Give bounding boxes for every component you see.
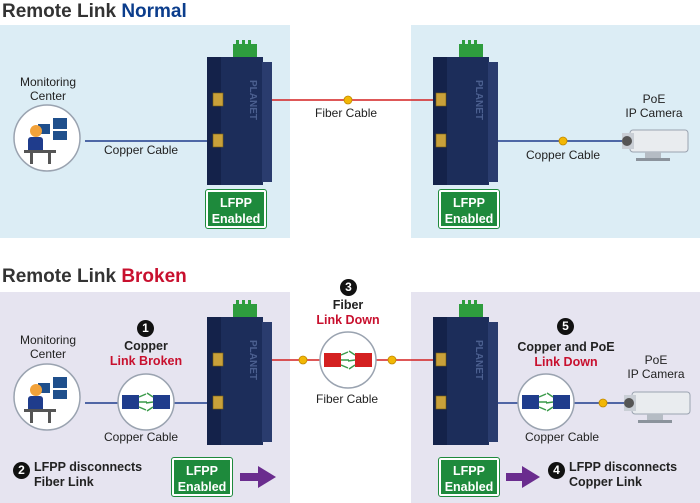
label-line: PoE bbox=[642, 92, 666, 106]
label-line: Link Broken bbox=[109, 354, 183, 368]
title-state-broken: Broken bbox=[121, 266, 187, 287]
monitoring-center-icon bbox=[13, 363, 81, 431]
label-line: PoE bbox=[644, 353, 668, 367]
label-line: Fiber bbox=[332, 298, 364, 312]
label-line: LFPP bbox=[186, 464, 218, 478]
label-line: LFPP bbox=[453, 196, 485, 210]
camera-label: PoE IP Camera bbox=[616, 92, 692, 120]
step-3-badge: 3 bbox=[340, 279, 357, 296]
fiber-connector-icon bbox=[343, 95, 353, 105]
copper-cable-label: Copper Cable bbox=[525, 430, 600, 444]
label-line: LFPP bbox=[220, 196, 252, 210]
fiber-connector-icon bbox=[387, 355, 397, 365]
label-line: Enabled bbox=[444, 212, 494, 226]
label-line: LFPP disconnects bbox=[569, 460, 678, 474]
label-line: Center bbox=[29, 89, 67, 103]
title-remote-link-broken: Remote Link Broken bbox=[2, 266, 187, 288]
label-line: Monitoring bbox=[19, 333, 77, 347]
ip-camera-icon bbox=[622, 129, 689, 161]
monitoring-center-label: Monitoring Center bbox=[12, 333, 84, 361]
broken-copper-link-icon bbox=[117, 373, 175, 431]
fiber-connector-icon bbox=[298, 355, 308, 365]
svg-text:PLANET: PLANET bbox=[473, 80, 484, 120]
label-line: Link Down bbox=[534, 355, 598, 369]
poe-connector-icon bbox=[558, 136, 568, 146]
label-line: LFPP bbox=[453, 464, 485, 478]
label-line: IP Camera bbox=[625, 106, 683, 120]
monitoring-center-icon bbox=[13, 104, 81, 172]
label-line: LFPP disconnects bbox=[34, 460, 143, 474]
step-5-badge: 5 bbox=[557, 318, 574, 335]
step-4-badge: 4 bbox=[548, 462, 565, 479]
broken-poe-link-icon bbox=[517, 373, 575, 431]
title-state-normal: Normal bbox=[121, 1, 187, 22]
label-line: IP Camera bbox=[627, 367, 685, 381]
camera-label: PoE IP Camera bbox=[618, 353, 694, 381]
monitoring-center-label: Monitoring Center bbox=[12, 75, 84, 103]
ip-camera-icon bbox=[624, 391, 691, 423]
step-2-label: LFPP disconnects Fiber Link bbox=[34, 460, 142, 490]
title-remote-link-normal: Remote Link Normal bbox=[2, 1, 187, 23]
step-3-label: Fiber Link Down bbox=[298, 298, 398, 328]
label-line: Link Down bbox=[316, 313, 380, 327]
label-line: Enabled bbox=[444, 480, 494, 494]
svg-text:PLANET: PLANET bbox=[247, 80, 258, 120]
label-line: Center bbox=[29, 347, 67, 361]
step-1-badge: 1 bbox=[137, 320, 154, 337]
broken-fiber-link-icon bbox=[319, 331, 377, 389]
label-line: Enabled bbox=[211, 212, 261, 226]
copper-cable-label: Copper Cable bbox=[104, 430, 179, 444]
poe-connector-icon bbox=[598, 398, 608, 408]
title-prefix: Remote Link bbox=[2, 1, 122, 22]
step-5-label: Copper and PoE Link Down bbox=[508, 340, 624, 370]
lfpp-enabled-badge: LFPP Enabled bbox=[205, 189, 267, 229]
title-prefix: Remote Link bbox=[2, 266, 122, 287]
fiber-cable-label: Fiber Cable bbox=[316, 392, 379, 406]
label-line: Enabled bbox=[177, 480, 227, 494]
media-converter-icon: PLANET bbox=[207, 300, 272, 445]
media-converter-icon: PLANET bbox=[433, 40, 498, 185]
label-line: Copper Link bbox=[569, 475, 642, 489]
label-line: Copper bbox=[124, 339, 168, 353]
copper-cable-label: Copper Cable bbox=[526, 148, 601, 162]
lfpp-enabled-badge: LFPP Enabled bbox=[438, 457, 500, 497]
media-converter-icon: PLANET bbox=[433, 300, 498, 445]
step-4-label: LFPP disconnects Copper Link bbox=[569, 460, 677, 490]
step-2-badge: 2 bbox=[13, 462, 30, 479]
svg-text:PLANET: PLANET bbox=[247, 340, 258, 380]
lfpp-enabled-badge: LFPP Enabled bbox=[171, 457, 233, 497]
label-line: Copper and PoE bbox=[517, 340, 615, 354]
svg-text:PLANET: PLANET bbox=[473, 340, 484, 380]
label-line: Monitoring bbox=[19, 75, 77, 89]
arrow-right-icon bbox=[240, 466, 276, 488]
copper-cable-label: Copper Cable bbox=[104, 143, 179, 157]
label-line: Fiber Link bbox=[34, 475, 94, 489]
media-converter-icon: PLANET bbox=[207, 40, 272, 185]
step-1-label: Copper Link Broken bbox=[96, 339, 196, 369]
arrow-right-icon bbox=[506, 466, 540, 488]
fiber-cable-label: Fiber Cable bbox=[315, 106, 378, 120]
lfpp-enabled-badge: LFPP Enabled bbox=[438, 189, 500, 229]
